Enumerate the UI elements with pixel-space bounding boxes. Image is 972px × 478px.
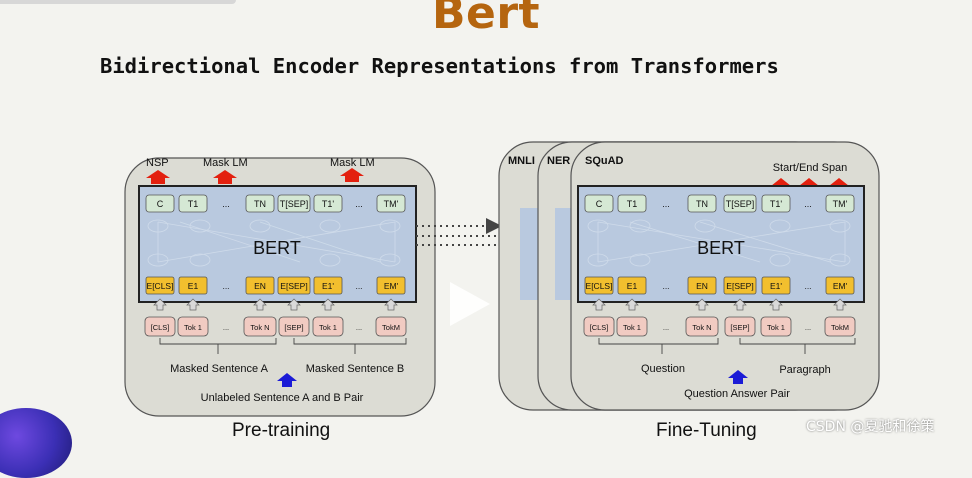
sentence-b-label: Masked Sentence B — [306, 363, 404, 375]
output-token: ... — [662, 199, 670, 209]
nsp-arrow-icon — [146, 170, 170, 184]
embedding: EM' — [833, 281, 848, 291]
output-token: TN — [696, 199, 708, 209]
input-token: Tok 1 — [623, 323, 641, 332]
up-arrow-icon — [769, 298, 783, 311]
task-label-squad: SQuAD — [585, 155, 624, 167]
page-title: Bert — [431, 0, 541, 39]
input-token: Tok N — [250, 323, 269, 332]
up-arrow-icon — [833, 298, 847, 311]
task-label-ner: NER — [547, 155, 570, 167]
embedding: ... — [662, 281, 669, 291]
finetuning-caption: Fine-Tuning — [656, 420, 757, 441]
output-token: TM' — [384, 199, 399, 209]
pretraining-panel: NSP Mask LM Mask LM BERT C T1 ... TN — [124, 157, 436, 417]
page-subtitle: Bidirectional Encoder Representations fr… — [100, 54, 779, 78]
bert-label: BERT — [697, 238, 745, 258]
up-arrow-icon — [384, 298, 398, 311]
output-token: T1' — [322, 199, 335, 209]
question-label: Question — [641, 363, 685, 375]
embedding: E[CLS] — [586, 281, 613, 291]
mask-lm-label: Mask LM — [203, 157, 248, 169]
embedding: E[CLS] — [147, 281, 174, 291]
blue-up-arrow-icon — [277, 373, 297, 387]
output-token: T1 — [627, 199, 638, 209]
output-token: ... — [355, 199, 363, 209]
mask-lm-label: Mask LM — [330, 157, 375, 169]
paragraph-label: Paragraph — [779, 364, 830, 376]
output-token: T1' — [770, 199, 783, 209]
task-label-mnli: MNLI — [508, 155, 535, 167]
embedding: ... — [355, 281, 362, 291]
input-token: [CLS] — [151, 323, 170, 332]
embedding: E1 — [188, 281, 199, 291]
mask-lm-arrow-icon — [213, 170, 237, 184]
play-icon[interactable] — [450, 282, 490, 326]
up-arrow-icon — [153, 298, 167, 311]
up-arrow-icon — [253, 298, 267, 311]
sentence-a-label: Masked Sentence A — [170, 363, 269, 375]
output-token: ... — [222, 199, 230, 209]
up-arrow-icon — [625, 298, 639, 311]
input-token: Tok N — [692, 323, 711, 332]
input-token: TokM — [831, 323, 849, 332]
up-arrow-icon — [695, 298, 709, 311]
up-arrow-icon — [186, 298, 200, 311]
embedding: E[SEP] — [280, 281, 307, 291]
output-token: C — [596, 199, 603, 209]
up-arrow-icon — [733, 298, 747, 311]
embedding: EN — [696, 281, 708, 291]
up-arrow-icon — [321, 298, 335, 311]
input-token: [SEP] — [730, 323, 749, 332]
watermark: CSDN @夏驰和徐策 — [806, 419, 935, 435]
embedding: E1 — [627, 281, 638, 291]
top-bar — [0, 0, 236, 4]
input-token: [SEP] — [284, 323, 303, 332]
embedding: EN — [254, 281, 266, 291]
nsp-label: NSP — [146, 157, 169, 169]
embedding: ... — [804, 281, 811, 291]
sentence-pair-label: Unlabeled Sentence A and B Pair — [201, 392, 364, 404]
input-token: Tok 1 — [767, 323, 785, 332]
pretraining-caption: Pre-training — [232, 420, 331, 441]
output-token: T1 — [188, 199, 199, 209]
embedding: E1' — [770, 281, 782, 291]
output-token: TN — [254, 199, 266, 209]
input-token: ... — [663, 323, 669, 332]
qa-pair-label: Question Answer Pair — [684, 388, 790, 400]
input-token: ... — [805, 323, 811, 332]
output-token: T[SEP] — [726, 199, 755, 209]
bert-diagram: NSP Mask LM Mask LM BERT C T1 ... TN — [124, 141, 880, 417]
input-token: TokM — [382, 323, 400, 332]
up-arrow-icon — [592, 298, 606, 311]
blue-up-arrow-icon — [728, 370, 748, 384]
input-token: Tok 1 — [319, 323, 337, 332]
embedding: EM' — [384, 281, 399, 291]
output-token: C — [157, 199, 164, 209]
output-token: TM' — [833, 199, 848, 209]
up-arrow-icon — [287, 298, 301, 311]
embedding: E[SEP] — [726, 281, 753, 291]
output-token: T[SEP] — [280, 199, 309, 209]
bert-label: BERT — [253, 238, 301, 258]
output-token: ... — [804, 199, 812, 209]
start-end-span-label: Start/End Span — [773, 162, 848, 174]
input-token: ... — [223, 323, 229, 332]
finetuning-panel: MNLI NER SQuAD Start/End Span BERT C — [498, 141, 880, 411]
input-token: [CLS] — [590, 323, 609, 332]
embedding: E1' — [322, 281, 334, 291]
input-token: Tok 1 — [184, 323, 202, 332]
input-token: ... — [356, 323, 362, 332]
embedding: ... — [222, 281, 229, 291]
mask-lm-arrow-icon — [340, 168, 364, 182]
